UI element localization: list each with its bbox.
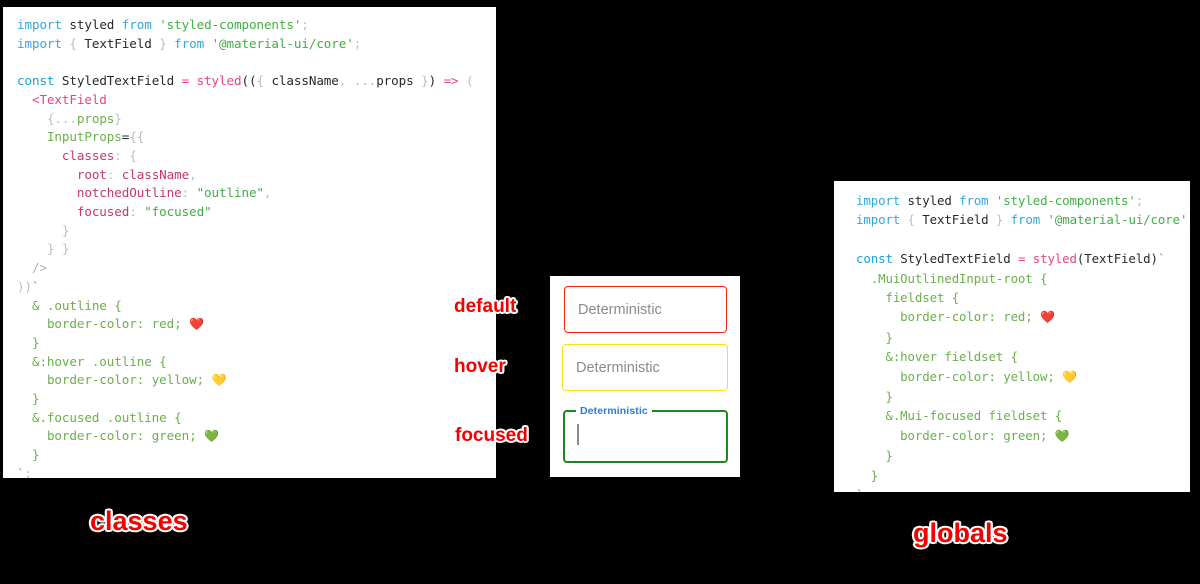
code-line: &.focused .outline {	[31, 409, 182, 425]
caption-classes: classes	[90, 506, 188, 536]
code-line: }	[61, 222, 70, 238]
annotation-default: default	[454, 296, 517, 317]
code-block-classes: import styled from 'styled-components'; i…	[17, 16, 486, 478]
code-line	[856, 230, 1182, 249]
textfield-focused[interactable]: Deterministic	[563, 405, 728, 463]
annotation-hover: hover	[454, 356, 506, 377]
code-line: }	[885, 329, 893, 345]
code-line: focused: "focused"	[76, 204, 212, 220]
code-line: border-color: green; 💚	[46, 428, 219, 444]
code-line: } }	[46, 241, 70, 257]
code-line: classes: {	[61, 147, 137, 163]
code-line: &.Mui-focused fieldset {	[885, 408, 1063, 424]
code-line: import styled from 'styled-components';	[17, 17, 309, 32]
code-line: border-color: yellow; 💛	[46, 372, 227, 388]
code-line: .MuiOutlinedInput-root {	[870, 270, 1048, 286]
textfield-default[interactable]: Deterministic	[564, 286, 727, 333]
code-line: border-color: red; ❤️	[46, 316, 204, 332]
code-line: border-color: red; ❤️	[900, 309, 1055, 325]
code-line: border-color: green; 💚	[900, 427, 1070, 443]
code-line: `;	[856, 485, 1182, 492]
code-line: root: className,	[76, 166, 197, 182]
code-line: }	[885, 448, 893, 464]
code-line: fieldset {	[885, 290, 960, 306]
code-line: import { TextField } from '@material-ui/…	[856, 212, 1190, 228]
code-line: const StyledTextField = styled(TextField…	[856, 251, 1166, 267]
code-line: import styled from 'styled-components';	[856, 193, 1144, 208]
textfield-hover[interactable]: Deterministic	[562, 344, 728, 391]
code-line: }	[870, 467, 879, 483]
code-line: const StyledTextField = styled(({ classN…	[17, 73, 474, 89]
code-line: }	[31, 447, 40, 463]
annotation-focused: focused	[455, 425, 528, 446]
code-line: InputProps={{	[46, 129, 145, 145]
code-line: ))`	[17, 278, 40, 294]
code-line: & .outline {	[31, 297, 122, 313]
textfield-focused-legend: Deterministic	[576, 405, 652, 417]
code-line: <TextField	[31, 91, 107, 107]
code-line: import { TextField } from '@material-ui/…	[17, 35, 362, 51]
code-line: }	[31, 391, 40, 407]
code-line: />	[31, 260, 47, 276]
text-cursor-icon	[577, 424, 579, 445]
code-line: `;	[17, 465, 32, 478]
caption-globals: globals	[913, 518, 1008, 548]
code-line: &:hover fieldset {	[885, 349, 1018, 365]
code-panel-classes: import styled from 'styled-components'; i…	[3, 7, 496, 478]
code-line: {...props}	[46, 110, 122, 126]
code-line: &:hover .outline {	[31, 353, 167, 369]
textfield-demo-panel: Deterministic Deterministic Deterministi…	[550, 276, 740, 477]
textfield-hover-text: Deterministic	[576, 359, 660, 376]
code-panel-globals: import styled from 'styled-components'; i…	[834, 181, 1190, 492]
code-block-globals: import styled from 'styled-components'; i…	[856, 191, 1190, 492]
textfield-default-text: Deterministic	[578, 301, 662, 318]
code-line: }	[31, 334, 40, 350]
code-line	[17, 53, 486, 72]
code-line: notchedOutline: "outline",	[76, 185, 272, 201]
code-line: }	[885, 389, 893, 405]
code-line: border-color: yellow; 💛	[900, 368, 1077, 384]
